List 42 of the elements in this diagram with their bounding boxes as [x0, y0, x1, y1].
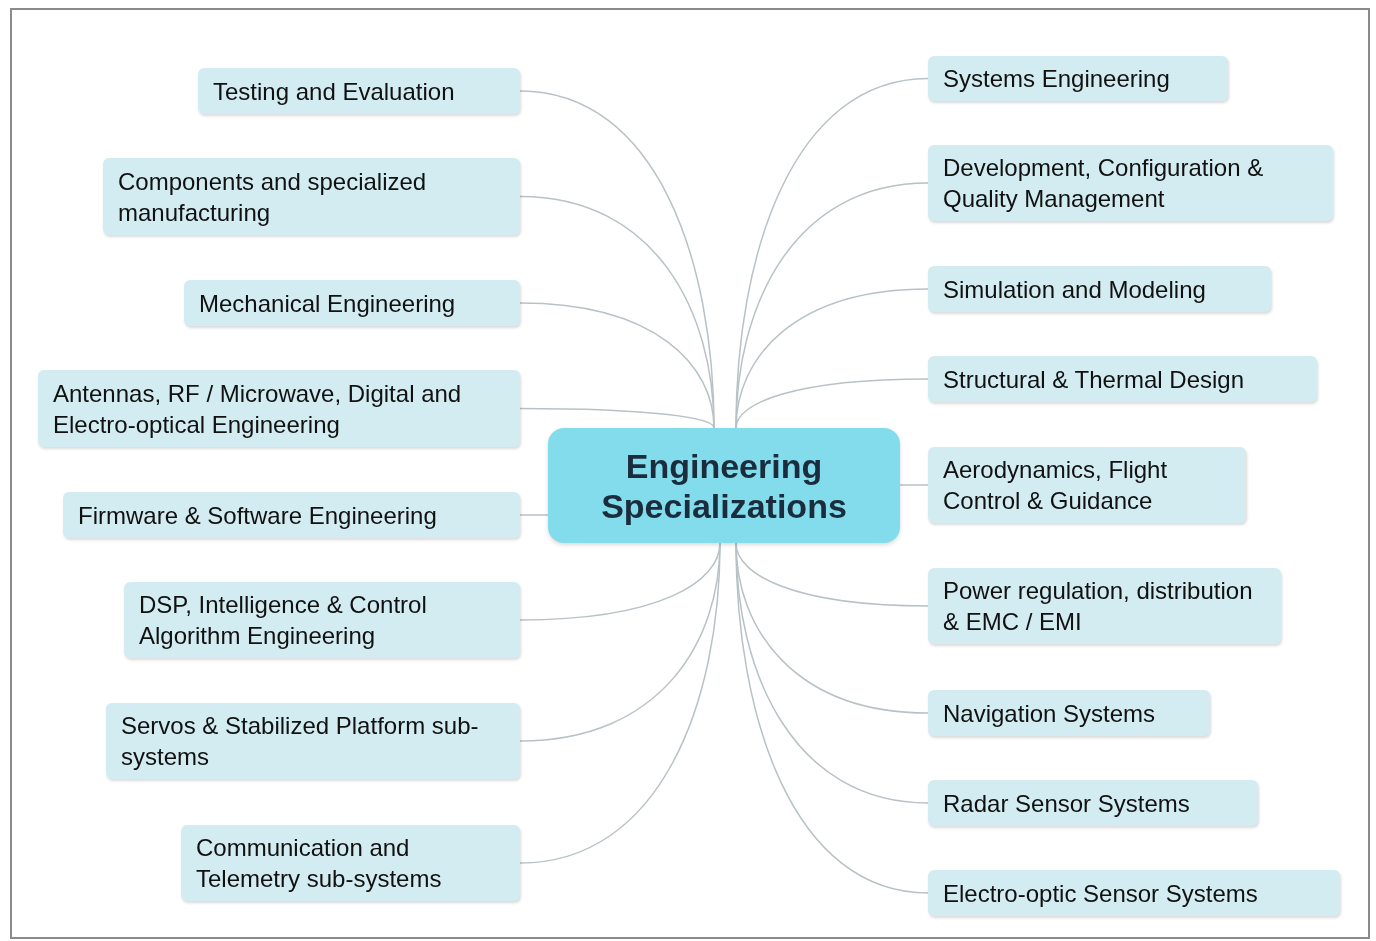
topic-text: Aerodynamics, Flight Control & Guidance — [943, 455, 1169, 516]
topic-text: Antennas, RF / Microwave, Digital and Electro-optical Engineering — [53, 378, 463, 440]
central-topic-box — [548, 428, 900, 543]
topic-box — [928, 780, 1258, 826]
topic-box — [106, 703, 520, 779]
topic-text: Firmware & Software Engineering — [78, 500, 438, 531]
topic-box — [928, 568, 1281, 644]
topic-text: Components and specialized manufacturing — [118, 166, 428, 228]
topic-box — [928, 145, 1333, 221]
connector-line — [735, 378, 929, 429]
topic-text: Radar Sensor Systems — [943, 788, 1191, 819]
connector-line — [735, 288, 929, 429]
connector-line — [519, 514, 549, 516]
topic-text: Structural & Thermal Design — [943, 364, 1245, 395]
topic-text: Servos & Stabilized Platform sub-systems — [121, 711, 480, 772]
topic-text: Navigation Systems — [943, 698, 1157, 729]
topic-box — [928, 870, 1340, 916]
topic-box — [103, 158, 520, 235]
topic-box — [198, 68, 520, 114]
topic-box — [184, 280, 520, 326]
topic-text: Testing and Evaluation — [213, 76, 456, 107]
topic-box — [928, 690, 1210, 736]
central-topic-text: Engineering Specializations — [600, 445, 848, 526]
topic-text: Electro-optic Sensor Systems — [943, 878, 1259, 909]
topic-box — [928, 356, 1317, 402]
topic-box — [124, 582, 520, 658]
connector-line — [519, 407, 715, 429]
topic-text: Power regulation, distribution & EMC / EMI — [943, 576, 1254, 637]
topic-text: Systems Engineering — [943, 64, 1171, 94]
topic-box — [38, 370, 520, 447]
topic-box — [181, 825, 520, 901]
topic-box — [63, 492, 520, 538]
topic-text: Communication and Telemetry sub-systems — [196, 833, 443, 894]
topic-text: Mechanical Engineering — [199, 288, 457, 319]
topic-box — [928, 56, 1228, 101]
topic-box — [928, 266, 1271, 312]
topic-text: Development, Configuration & Quality Management — [943, 153, 1265, 214]
topic-text: Simulation and Modeling — [943, 274, 1207, 305]
connector-line — [519, 542, 721, 864]
connector-line — [899, 484, 929, 486]
topic-text: DSP, Intelligence & Control Algorithm Engineering — [139, 590, 428, 651]
topic-box — [928, 447, 1246, 523]
